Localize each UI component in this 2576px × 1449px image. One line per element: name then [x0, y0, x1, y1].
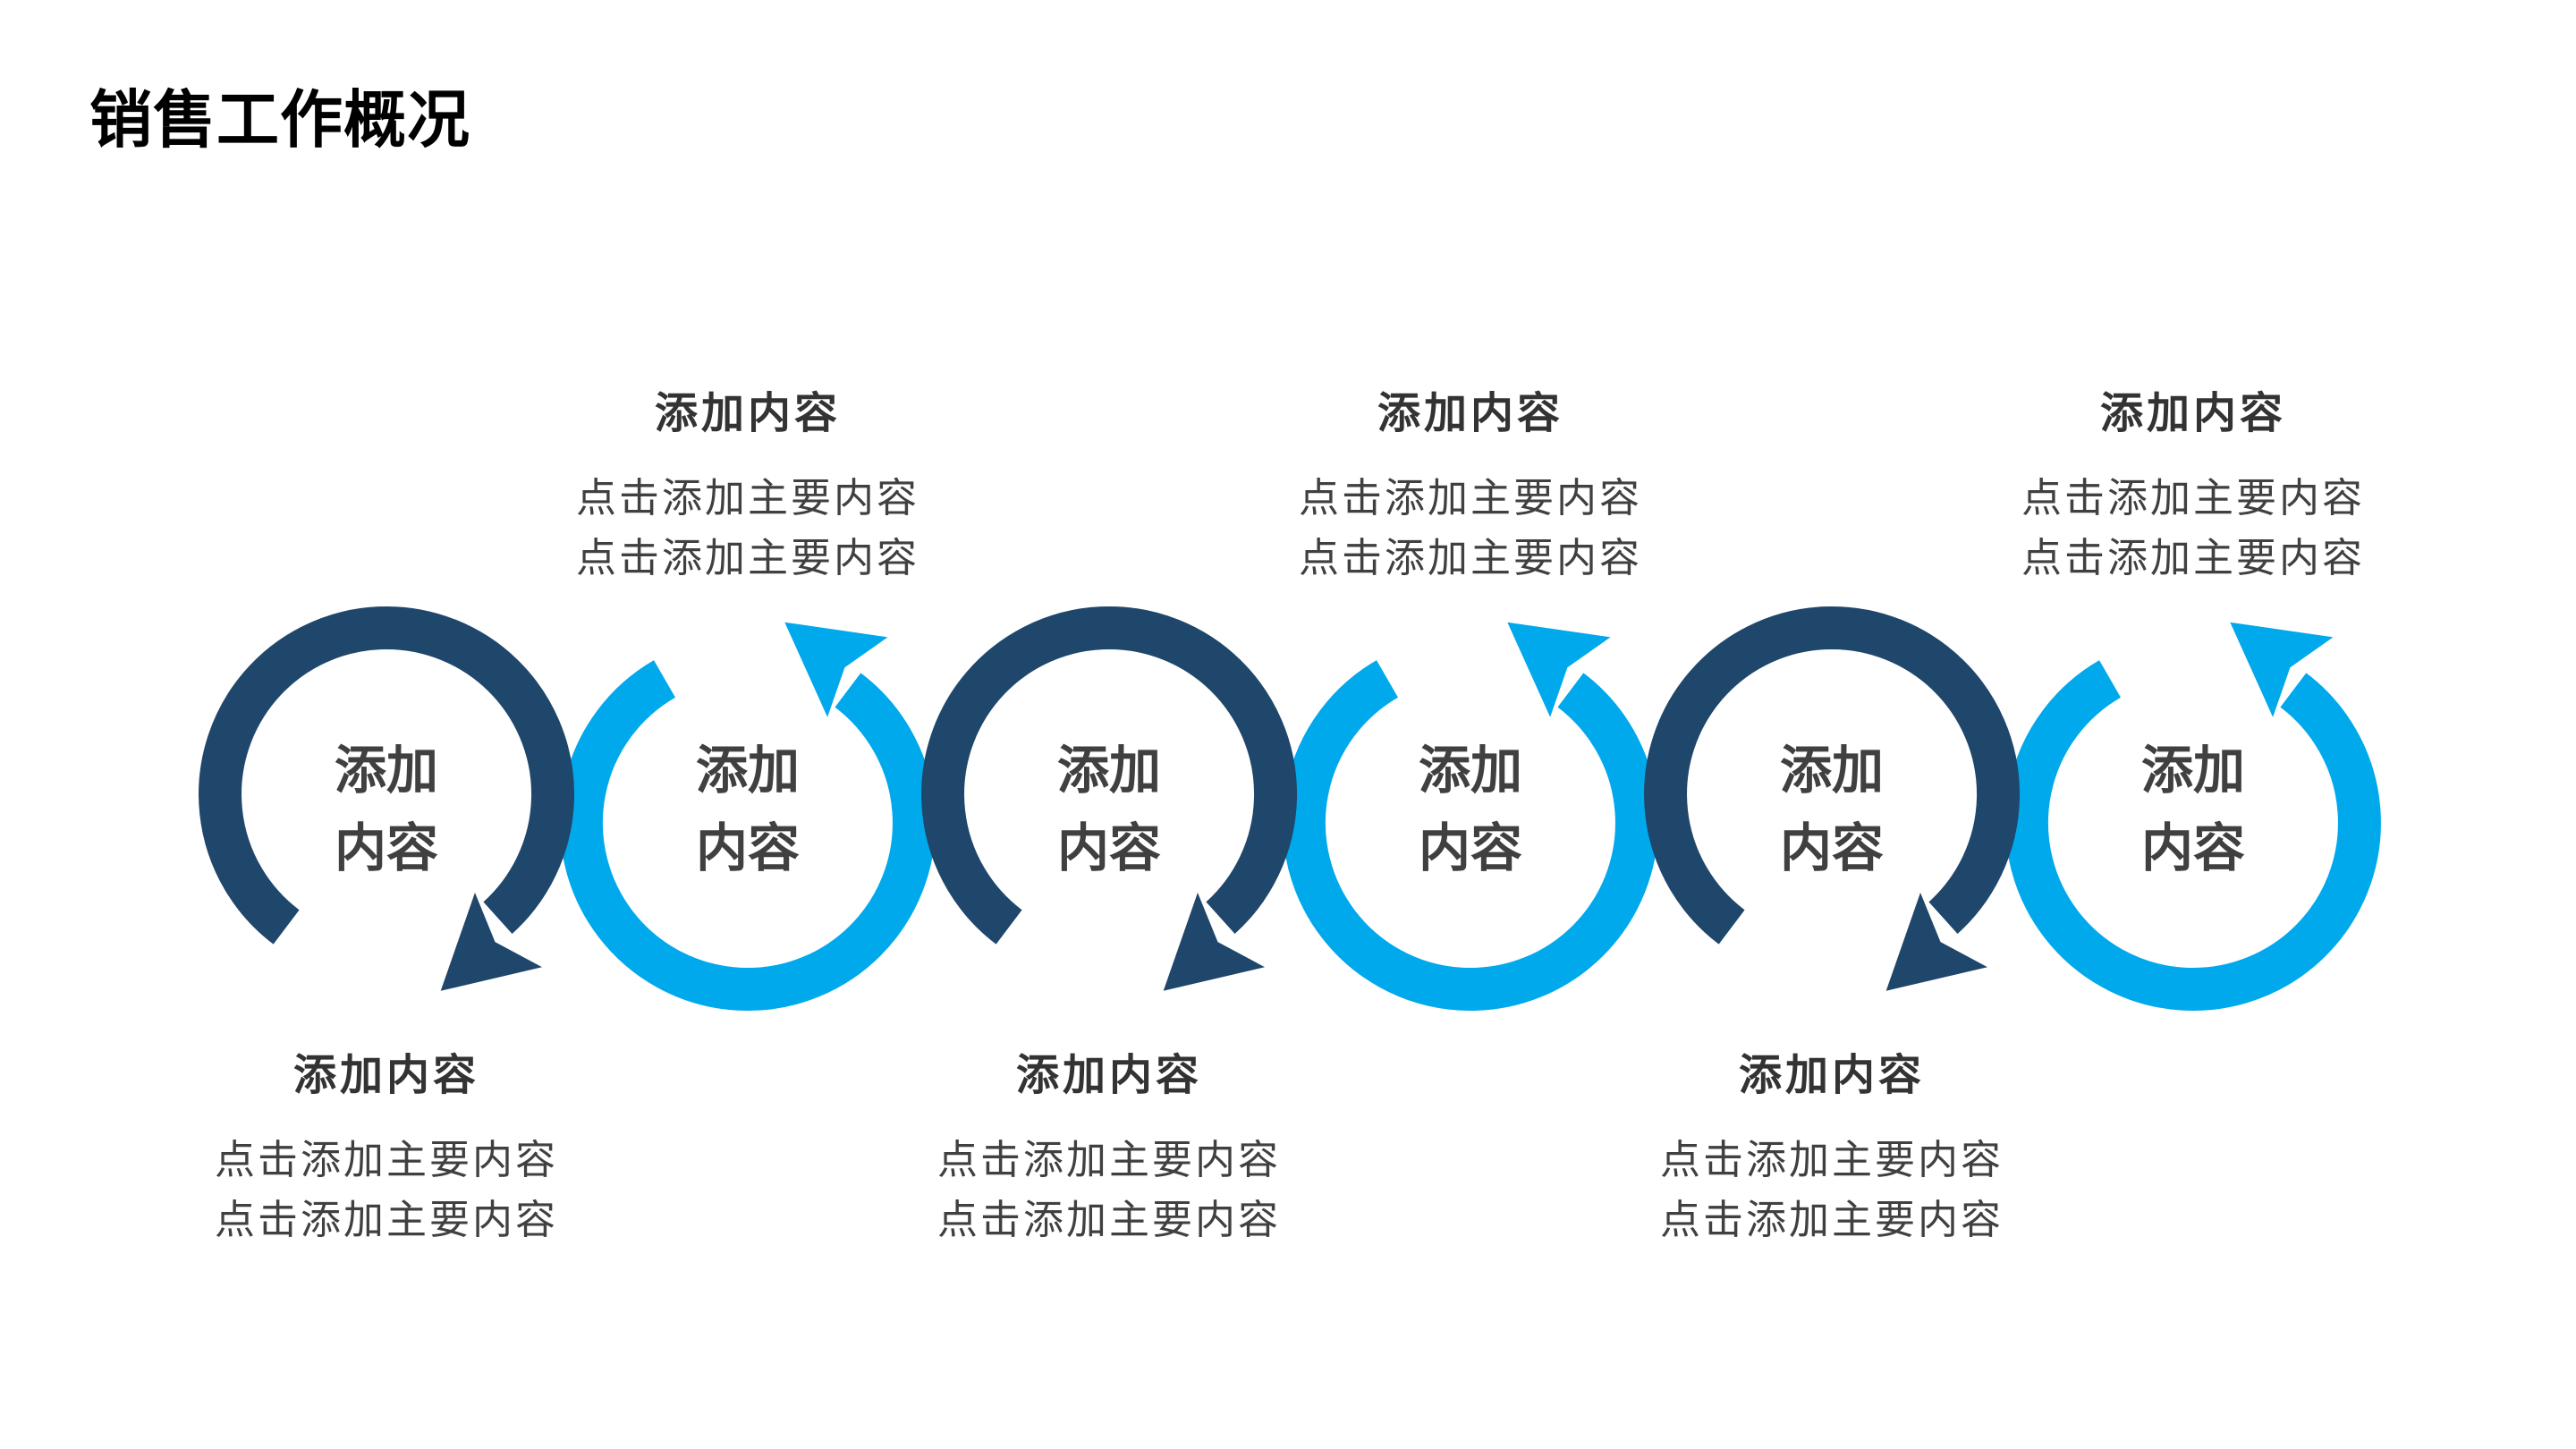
callout-body-line1: 点击添加主要内容 [2021, 475, 2365, 521]
callout-heading: 添加内容 [2099, 390, 2286, 437]
callout-body: 点击添加主要内容 点击添加主要内容 [497, 468, 998, 588]
arc-stroke [199, 606, 575, 945]
callout-heading: 添加内容 [654, 390, 841, 437]
callout-body: 点击添加主要内容 点击添加主要内容 [1581, 1130, 2082, 1250]
inner-label-line2: 内容 [695, 819, 800, 877]
arc-stroke [559, 660, 936, 1012]
circle-inner-label: 添加 内容 [1622, 732, 2042, 887]
callout-step-5[interactable]: 添加内容 点击添加主要内容 点击添加主要内容 [1581, 1052, 2082, 1250]
callout-body-line2: 点击添加主要内容 [1298, 535, 1642, 580]
callout-heading: 添加内容 [1015, 1052, 1202, 1099]
arc-stroke [1282, 660, 1658, 1012]
callout-body-line2: 点击添加主要内容 [936, 1197, 1281, 1242]
arc-stroke [1644, 606, 2021, 945]
page-title[interactable]: 销售工作概况 [89, 85, 470, 155]
callout-body-line2: 点击添加主要内容 [2021, 535, 2365, 580]
arc-stroke [2004, 660, 2381, 1012]
circular-arrow-light-icon [559, 622, 936, 1012]
callout-step-4[interactable]: 添加内容 点击添加主要内容 点击添加主要内容 [1220, 390, 1721, 588]
arrowhead [784, 622, 888, 717]
circular-arrow-light-icon [1282, 622, 1658, 1012]
circular-arrow-light-icon [2004, 622, 2381, 1012]
inner-label-line2: 内容 [2140, 819, 2245, 877]
arrowhead [1507, 622, 1611, 717]
callout-body-line1: 点击添加主要内容 [575, 475, 919, 521]
callout-body: 点击添加主要内容 点击添加主要内容 [1943, 468, 2444, 588]
circular-arrow-dark-icon [921, 606, 1298, 991]
inner-label-line2: 内容 [1056, 819, 1161, 877]
inner-label-line1: 添加 [1056, 741, 1161, 800]
callout-body: 点击添加主要内容 点击添加主要内容 [859, 1130, 1360, 1250]
callout-heading: 添加内容 [1738, 1052, 1925, 1099]
circular-arrow-dark-icon [1644, 606, 2021, 991]
callout-body: 点击添加主要内容 点击添加主要内容 [1220, 468, 1721, 588]
callout-step-3[interactable]: 添加内容 点击添加主要内容 点击添加主要内容 [859, 1052, 1360, 1250]
circular-arrow-step-3[interactable]: 添加 内容 [899, 584, 1319, 1004]
circular-arrow-dark-icon [199, 606, 575, 991]
callout-body-line1: 点击添加主要内容 [1298, 475, 1642, 521]
inner-label-line1: 添加 [1418, 741, 1522, 800]
callout-body-line2: 点击添加主要内容 [1659, 1197, 2004, 1242]
circle-inner-label: 添加 内容 [1260, 732, 1681, 887]
inner-label-line2: 内容 [334, 819, 438, 877]
callout-step-6[interactable]: 添加内容 点击添加主要内容 点击添加主要内容 [1943, 390, 2444, 588]
callout-body-line2: 点击添加主要内容 [575, 535, 919, 580]
arrowhead [1885, 893, 1987, 991]
circle-inner-label: 添加 内容 [176, 732, 597, 887]
inner-label-line2: 内容 [1779, 819, 1884, 877]
arc-stroke [921, 606, 1298, 945]
callout-step-2[interactable]: 添加内容 点击添加主要内容 点击添加主要内容 [497, 390, 998, 588]
callout-heading: 添加内容 [292, 1052, 479, 1099]
circle-inner-label: 添加 内容 [538, 732, 958, 887]
inner-label-line1: 添加 [2140, 741, 2245, 800]
inner-label-line1: 添加 [334, 741, 438, 800]
inner-label-line2: 内容 [1418, 819, 1522, 877]
circular-arrow-step-2[interactable]: 添加 内容 [538, 613, 958, 1033]
circular-arrow-step-4[interactable]: 添加 内容 [1260, 613, 1681, 1033]
circular-arrow-step-5[interactable]: 添加 内容 [1622, 584, 2042, 1004]
circular-arrow-step-6[interactable]: 添加 内容 [1983, 613, 2403, 1033]
callout-body-line1: 点击添加主要内容 [1659, 1137, 2004, 1182]
circle-inner-label: 添加 内容 [1983, 732, 2403, 887]
arrowhead [1163, 893, 1265, 991]
callout-heading: 添加内容 [1377, 390, 1563, 437]
circular-arrow-step-1[interactable]: 添加 内容 [176, 584, 597, 1004]
circle-inner-label: 添加 内容 [899, 732, 1319, 887]
callout-body-line2: 点击添加主要内容 [214, 1197, 558, 1242]
inner-label-line1: 添加 [1779, 741, 1884, 800]
callout-body-line1: 点击添加主要内容 [936, 1137, 1281, 1182]
callout-step-1[interactable]: 添加内容 点击添加主要内容 点击添加主要内容 [136, 1052, 637, 1250]
arrowhead [440, 893, 542, 991]
callout-body: 点击添加主要内容 点击添加主要内容 [136, 1130, 637, 1250]
inner-label-line1: 添加 [695, 741, 800, 800]
callout-body-line1: 点击添加主要内容 [214, 1137, 558, 1182]
arrowhead [2230, 622, 2334, 717]
